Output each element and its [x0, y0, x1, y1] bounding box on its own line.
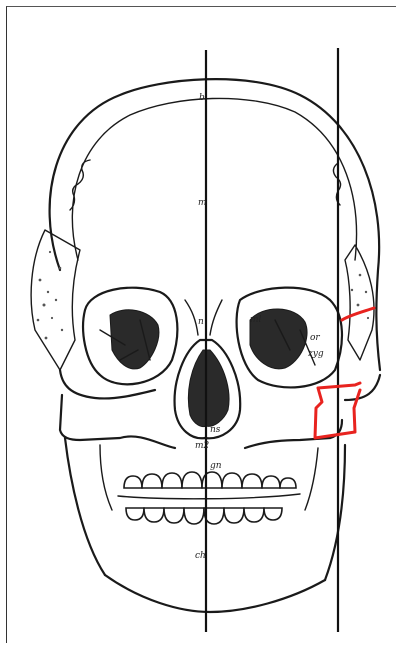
occlusal-line: [118, 494, 300, 499]
label-orbit-left: ml: [250, 315, 262, 325]
inner-vault-line: [72, 98, 356, 260]
label-orbit-right-a: or: [310, 333, 320, 343]
fracture-orbit-line: [342, 308, 374, 320]
right-temporal: [345, 245, 374, 360]
left-orbit-shadow: [110, 310, 159, 369]
upper-teeth: [124, 472, 296, 488]
lower-teeth: [126, 508, 282, 524]
label-vertex: b: [199, 93, 205, 103]
right-ramus: [325, 445, 345, 580]
mandible-border: [105, 575, 325, 612]
left-temporal-stipple: [37, 251, 64, 340]
right-zygoma: [345, 375, 380, 400]
cranium-outline: [50, 79, 380, 370]
label-midface: m2: [195, 441, 210, 451]
label-frontal: m: [198, 198, 207, 208]
label-nasal: n: [198, 317, 204, 327]
left-ramus: [65, 438, 105, 575]
label-chin: ch: [195, 551, 206, 561]
label-nasal-spine: ns: [210, 425, 221, 435]
label-upper-alveolar: gn: [210, 461, 222, 471]
left-ramus-inner: [100, 445, 112, 510]
fracture-markings: [315, 308, 374, 438]
label-orbit-right-b: zyg: [307, 349, 324, 359]
left-zygoma: [60, 370, 155, 398]
nasal-cavity-shadow: [188, 350, 229, 427]
right-ramus-inner: [305, 448, 318, 510]
